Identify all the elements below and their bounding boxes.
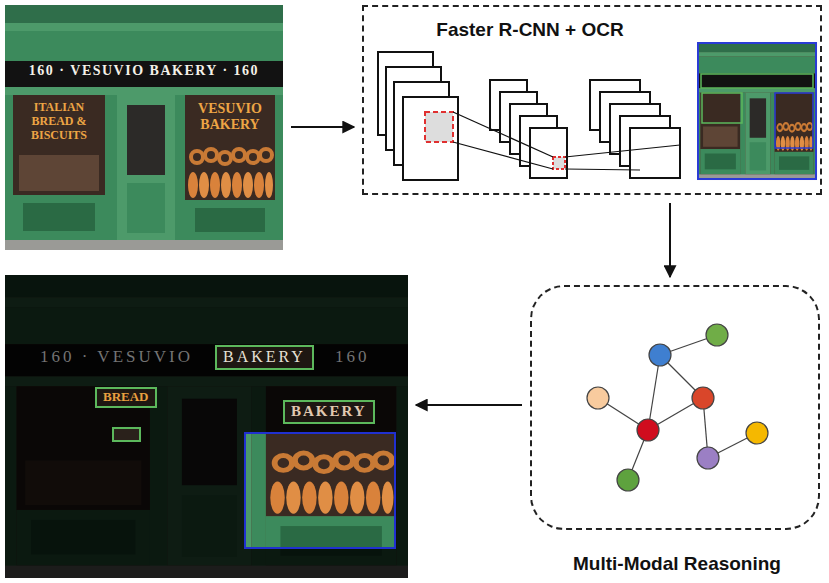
input-photo: 160 · VESUVIO BAKERY · 160ITALIAN BREAD … (5, 5, 283, 250)
projection-line (565, 145, 680, 157)
text-box: BREAD (95, 387, 157, 408)
dim-sign-text: 160 (335, 347, 370, 367)
feature-maps (378, 52, 680, 180)
projection-line (453, 112, 553, 157)
graph-node (692, 387, 714, 409)
text-box: BAKERY (283, 400, 375, 424)
storefront-photo (5, 5, 283, 250)
flow-arrow (416, 404, 522, 406)
text-box: BAKERY (215, 345, 314, 370)
projection-line (453, 142, 553, 169)
model-title: Faster R-CNN + OCR (410, 19, 650, 41)
projection-lines (453, 112, 680, 170)
dark-overlay (5, 275, 408, 578)
graph-node (649, 344, 671, 366)
output-photo: 160 · VESUVIO160BAKERYBREADBAKERY (5, 275, 408, 578)
graph-node (697, 447, 719, 469)
detected-text: BAKERY (291, 403, 367, 420)
detection-thumbnail (697, 42, 817, 180)
window-text: ITALIAN BREAD & BISCUITS (17, 101, 101, 142)
object-box (245, 433, 395, 548)
detection-box (701, 74, 813, 88)
flow-arrow (669, 203, 671, 277)
detection-box (775, 93, 813, 148)
graph-nodes (587, 324, 768, 491)
detection-box (702, 93, 742, 123)
highlighted-region (245, 433, 395, 548)
detected-text: BAKERY (223, 348, 306, 366)
output-photo (5, 275, 408, 578)
graph-edges (598, 335, 757, 480)
graph-node (746, 422, 768, 444)
reasoning-title: Multi-Modal Reasoning (532, 553, 822, 575)
window-text: VESUVIO BAKERY (187, 101, 273, 133)
region-box (425, 112, 453, 142)
region-box (553, 157, 565, 169)
graph-node (617, 469, 639, 491)
graph-node (706, 324, 728, 346)
dim-sign-text: 160 · VESUVIO (40, 347, 193, 367)
feature-map (403, 97, 458, 180)
detection-box (698, 43, 816, 179)
detected-text: BREAD (103, 390, 149, 405)
projection-line (565, 169, 640, 170)
highlighted-photo (245, 433, 395, 548)
reasoning-box: Multi-Modal Reasoning (530, 285, 820, 530)
graph-node (587, 387, 609, 409)
text-box (113, 428, 140, 441)
model-box: Faster R-CNN + OCR (362, 5, 822, 195)
feature-map (530, 128, 567, 178)
flow-arrow (291, 126, 354, 128)
sign-text: 160 · VESUVIO BAKERY · 160 (5, 63, 283, 79)
graph-node (637, 419, 659, 441)
